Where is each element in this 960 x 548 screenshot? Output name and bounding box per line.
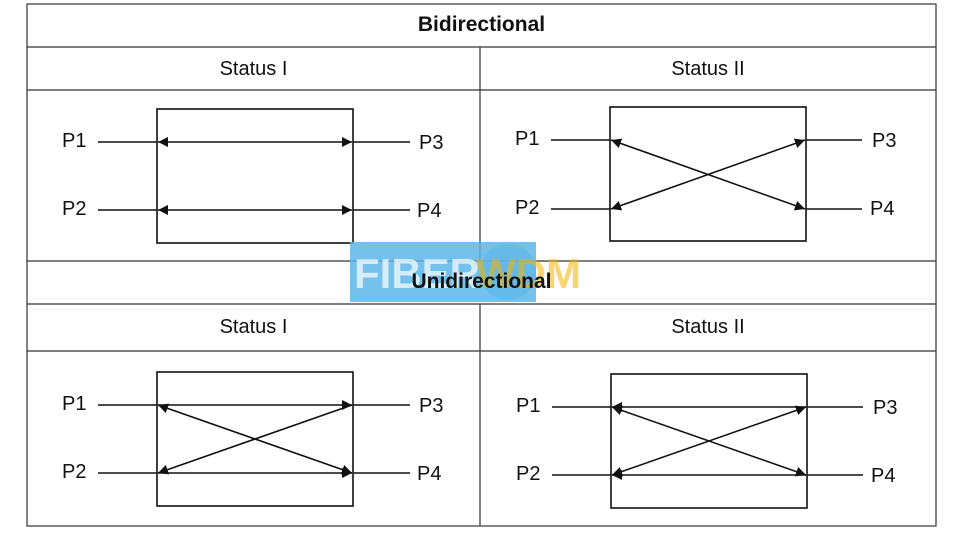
switch-box xyxy=(156,371,354,507)
status-label-bi-2: Status II xyxy=(671,58,745,80)
port-label-p1: P1 xyxy=(62,130,87,152)
section-title-unidirectional: Unidirectional xyxy=(411,270,552,293)
arrow-p2-p3 xyxy=(610,138,806,211)
status-label-uni-1: Status I xyxy=(219,316,288,338)
unidirectional-status-1-diagram xyxy=(98,371,410,507)
port-label-p4: P4 xyxy=(417,463,442,485)
status-label-bi-1: Status I xyxy=(219,58,288,80)
port-label-p1: P1 xyxy=(516,395,541,417)
table-grid xyxy=(26,3,937,527)
arrow-p3-to-p2 xyxy=(157,404,353,475)
bidirectional-status-2-diagram xyxy=(551,106,862,242)
bidirectional-status-1-diagram xyxy=(98,108,410,244)
port-label-p3: P3 xyxy=(419,395,444,417)
port-label-p1: P1 xyxy=(515,128,540,150)
port-label-p3: P3 xyxy=(419,132,444,154)
unidirectional-status-2-diagram xyxy=(552,373,863,509)
switch-box xyxy=(156,108,354,244)
arrow-p2-p3 xyxy=(611,405,807,477)
switch-box xyxy=(609,106,807,242)
switch-box xyxy=(610,373,808,509)
watermark-svg: FIBER WDM xyxy=(350,242,581,302)
port-label-p2: P2 xyxy=(515,197,540,219)
table-border xyxy=(26,3,937,527)
port-label-p2: P2 xyxy=(62,461,87,483)
port-label-p2: P2 xyxy=(62,198,87,220)
port-label-p1: P1 xyxy=(62,393,87,415)
port-label-p4: P4 xyxy=(871,465,896,487)
port-label-p4: P4 xyxy=(870,198,895,220)
section-title-bidirectional: Bidirectional xyxy=(417,13,546,36)
fiberwdm-watermark-logo: FIBER WDM xyxy=(350,242,612,302)
watermark-text-1: FIBER xyxy=(354,250,480,297)
port-label-p3: P3 xyxy=(873,397,898,419)
port-label-p2: P2 xyxy=(516,463,541,485)
port-label-p3: P3 xyxy=(872,130,897,152)
port-label-p4: P4 xyxy=(417,200,442,222)
watermark-text-2: WDM xyxy=(476,250,581,297)
status-label-uni-2: Status II xyxy=(671,316,745,338)
watermark-circle xyxy=(480,244,536,300)
